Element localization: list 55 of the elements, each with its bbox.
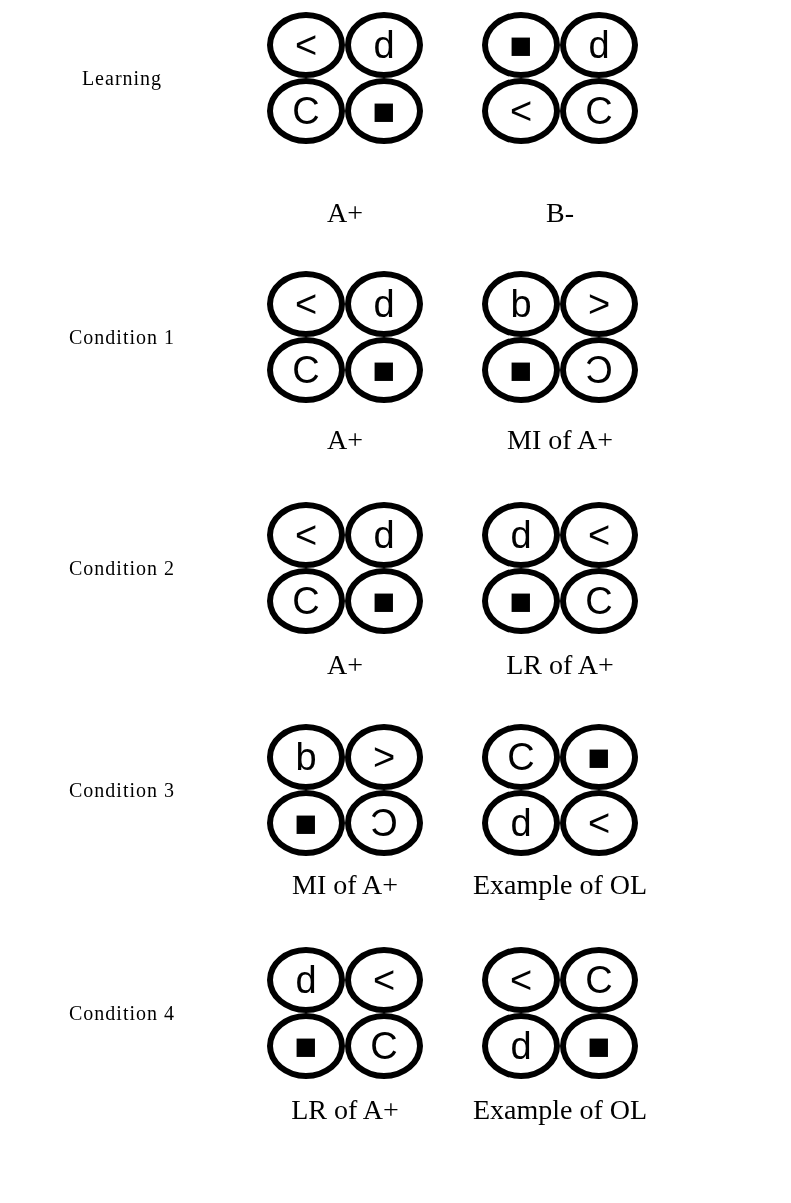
row-label: Condition 3 xyxy=(69,778,175,802)
stimulus-caption: Example of OL xyxy=(472,869,648,901)
symbol-character: C xyxy=(585,582,613,620)
symbol-character: C xyxy=(585,961,613,999)
symbol-character: ■ xyxy=(372,351,396,389)
symbol-character: C xyxy=(292,582,320,620)
symbol-character: C xyxy=(507,738,535,776)
symbol-character: < xyxy=(509,92,533,130)
symbol-character: b xyxy=(295,738,317,776)
stimulus-caption: MI of A+ xyxy=(292,869,398,901)
symbol-character: ■ xyxy=(509,351,533,389)
symbol-character: < xyxy=(509,961,533,999)
symbol-character: ■ xyxy=(372,582,396,620)
symbol-character: d xyxy=(510,804,532,842)
symbol-character: < xyxy=(372,961,396,999)
stimulus-caption: LR of A+ xyxy=(506,649,614,681)
symbol-character: d xyxy=(295,961,317,999)
symbol-character: ■ xyxy=(509,26,533,64)
symbol-character: < xyxy=(294,26,318,64)
symbol-character: d xyxy=(510,516,532,554)
symbol-character: ■ xyxy=(509,582,533,620)
symbol-character: C xyxy=(292,92,320,130)
stimulus-caption: B- xyxy=(546,197,574,229)
symbol-character: ■ xyxy=(372,92,396,130)
symbol-character: < xyxy=(294,516,318,554)
symbol-character: C xyxy=(585,92,613,130)
symbol-character: ■ xyxy=(294,1027,318,1065)
stimulus-caption: A+ xyxy=(327,649,363,681)
symbol-character: ■ xyxy=(294,804,318,842)
symbol-character: d xyxy=(373,516,395,554)
symbol-character: C xyxy=(292,351,320,389)
symbol-character: C xyxy=(370,1027,398,1065)
symbol-character: > xyxy=(587,285,611,323)
row-label: Condition 1 xyxy=(69,325,175,349)
row-label: Condition 4 xyxy=(69,1001,175,1025)
stimulus-caption: LR of A+ xyxy=(291,1094,399,1126)
stimulus-caption: A+ xyxy=(327,197,363,229)
row-label: Condition 2 xyxy=(69,556,175,580)
symbol-character: < xyxy=(587,516,611,554)
symbol-character: Ɔ xyxy=(585,351,613,389)
stimulus-caption: Example of OL xyxy=(472,1094,648,1126)
symbol-character: d xyxy=(510,1027,532,1065)
symbol-character: d xyxy=(373,26,395,64)
symbol-character: d xyxy=(373,285,395,323)
symbol-character: < xyxy=(294,285,318,323)
stimulus-caption: MI of A+ xyxy=(507,424,613,456)
row-label: Learning xyxy=(81,66,163,90)
symbol-character: ■ xyxy=(587,738,611,776)
stimulus-caption: A+ xyxy=(327,424,363,456)
symbol-character: Ɔ xyxy=(370,804,398,842)
symbol-character: d xyxy=(588,26,610,64)
symbol-character: < xyxy=(587,804,611,842)
symbol-character: b xyxy=(510,285,532,323)
symbol-character: > xyxy=(372,738,396,776)
symbol-character: ■ xyxy=(587,1027,611,1065)
